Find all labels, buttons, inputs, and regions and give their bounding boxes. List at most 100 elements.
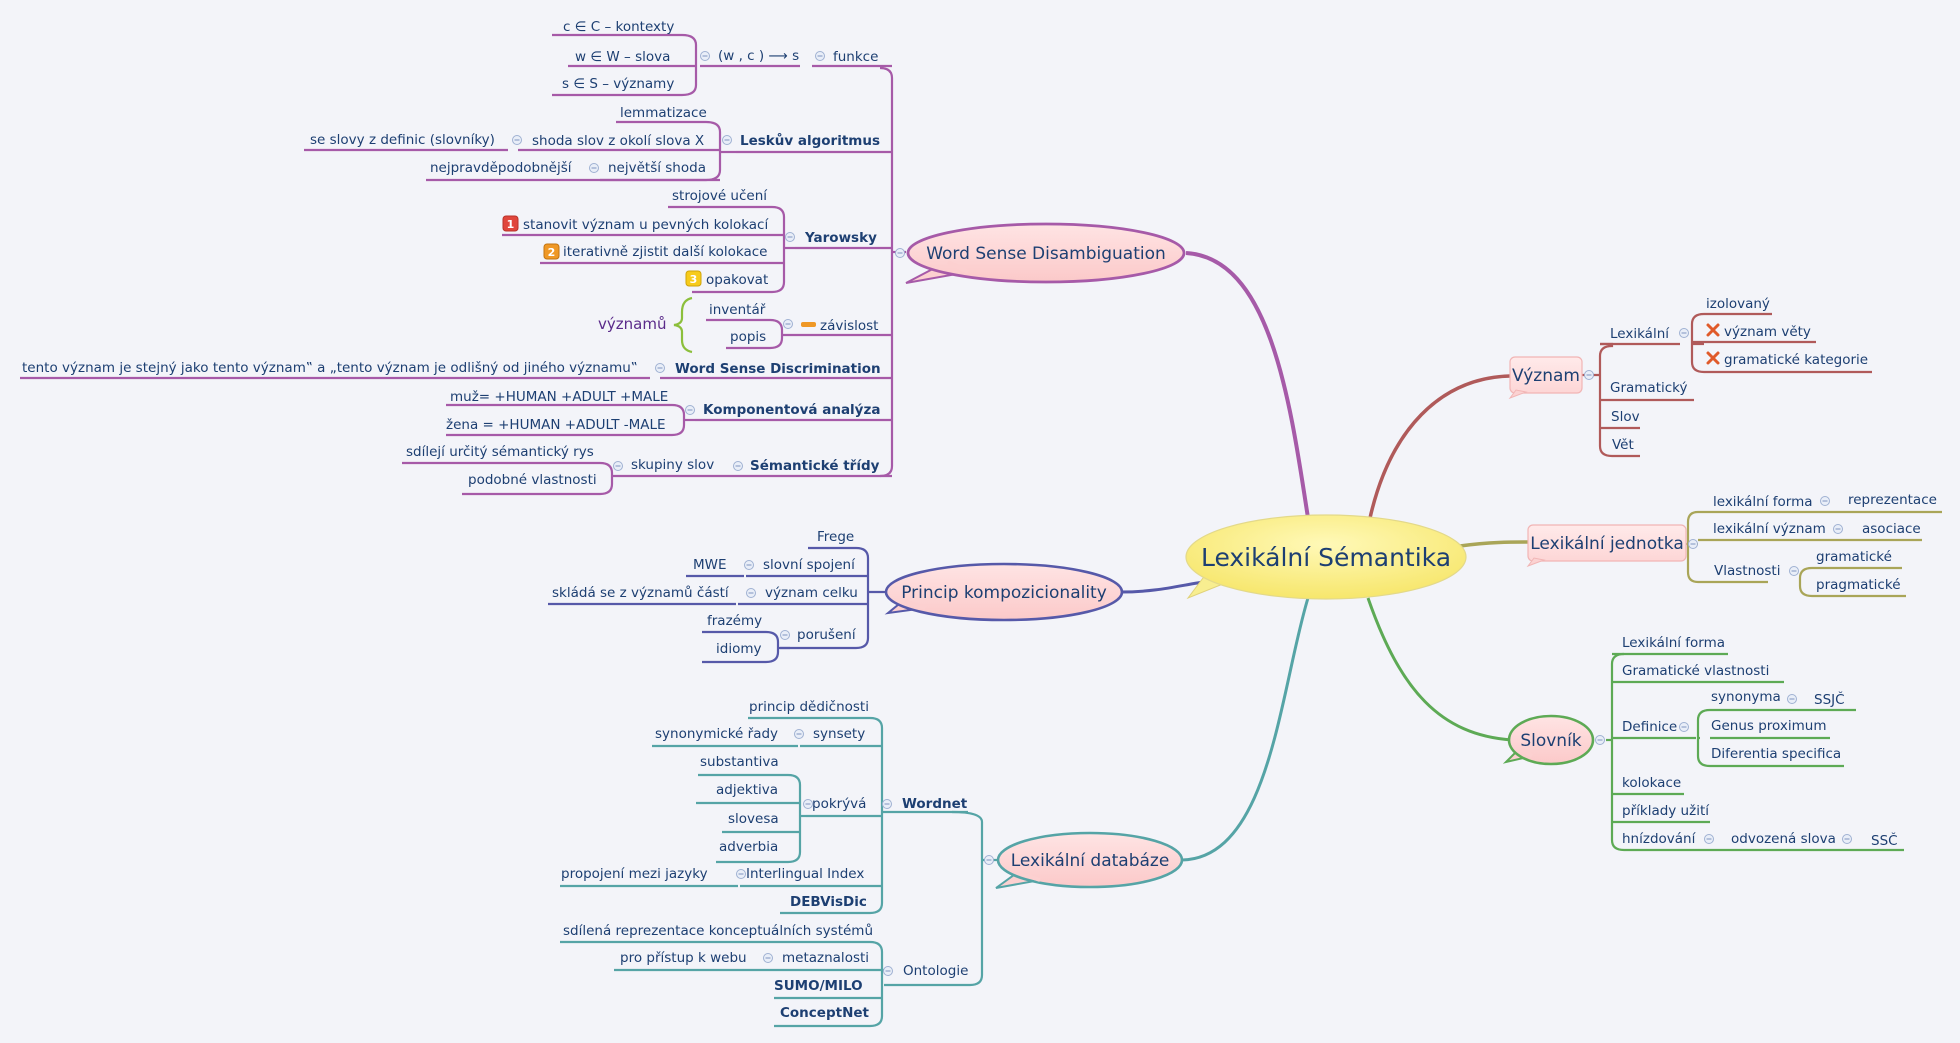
wsd-s-meanings[interactable]: s ∈ S – významy [562,76,674,92]
collapse-icon[interactable] [722,135,732,145]
wsd-sdileji[interactable]: sdílejí určitý sémantický rys [406,444,594,460]
collapse-icon[interactable] [685,405,695,415]
slovnik-synonyma[interactable]: synonyma [1711,689,1781,705]
vyznam-gramaticky[interactable]: Gramatický [1610,380,1688,396]
jednotka-asociace[interactable]: asociace [1862,521,1921,537]
princip-poruseni[interactable]: porušení [797,627,857,643]
wsd-zena[interactable]: žena = +HUMAN +ADULT -MALE [446,417,666,433]
databaze-node[interactable]: Lexikální databáze [995,831,1184,889]
wsd-shoda-slov[interactable]: shoda slov z okolí slova X [532,133,704,149]
db-princip-ded[interactable]: princip dědičnosti [749,699,869,715]
collapse-icon[interactable] [700,51,710,61]
princip-vyznam-celku[interactable]: význam celku [765,585,858,601]
wsd-yarowsky[interactable]: Yarowsky [804,230,877,246]
vyznam-vyznam-vety[interactable]: význam věty [1724,324,1811,340]
db-propojeni[interactable]: propojení mezi jazyky [561,866,708,882]
wsd-lesk[interactable]: Leskův algoritmus [740,132,880,149]
collapse-icon[interactable] [803,799,813,809]
princip-idiomy[interactable]: idiomy [716,641,761,657]
collapse-icon[interactable] [736,869,746,879]
slovnik-forma[interactable]: Lexikální forma [1622,635,1725,651]
db-synsety[interactable]: synsety [813,726,865,742]
vyznam-lexikalni[interactable]: Lexikální [1610,326,1670,342]
collapse-icon[interactable] [746,588,756,598]
collapse-icon[interactable] [1679,328,1689,338]
central-node[interactable]: Lexikální Sémantika [1185,514,1467,600]
wsd-popis[interactable]: popis [730,329,766,345]
collapse-icon[interactable] [613,461,623,471]
collapse-icon[interactable] [512,135,522,145]
collapse-icon[interactable] [655,363,665,373]
collapse-icon[interactable] [984,855,994,865]
slovnik-gram-vl[interactable]: Gramatické vlastnosti [1622,663,1769,679]
db-pokryva[interactable]: pokrývá [812,796,866,812]
collapse-icon[interactable] [733,461,743,471]
wsd-step1[interactable]: stanovit význam u pevných kolokací [523,217,769,233]
db-debvisdic[interactable]: DEBVisDic [790,894,867,910]
princip-frege[interactable]: Frege [817,529,854,545]
db-wordnet[interactable]: Wordnet [902,796,968,812]
collapse-icon[interactable] [1787,694,1797,704]
jednotka-lvyznam[interactable]: lexikální význam [1713,521,1826,537]
vyznam-gram-kat[interactable]: gramatické kategorie [1724,352,1868,368]
collapse-icon[interactable] [1679,722,1689,732]
db-adjektiva[interactable]: adjektiva [716,782,778,798]
jednotka-vlastnosti[interactable]: Vlastnosti [1714,563,1780,579]
jednotka-pragmaticke[interactable]: pragmatické [1816,577,1901,593]
wsd-discrimination-child[interactable]: tento význam je stejný jako tento význam… [22,360,638,376]
collapse-icon[interactable] [1704,834,1714,844]
vyznam-node[interactable]: Význam [1508,356,1583,400]
wsd-step2[interactable]: iterativně zjistit další kolokace [563,244,767,260]
wsd-step3[interactable]: opakovat [706,272,768,288]
collapse-icon[interactable] [744,560,754,570]
wsd-semanticke[interactable]: Sémantické třídy [750,458,880,474]
collapse-icon[interactable] [1820,496,1830,506]
wsd-w-words[interactable]: w ∈ W – slova [575,49,670,65]
vyznam-izolovany[interactable]: izolovaný [1706,296,1770,312]
wsd-muz[interactable]: muž= +HUMAN +ADULT +MALE [450,389,668,405]
db-pro-pristup[interactable]: pro přístup k webu [620,950,747,966]
jednotka-reprezentace[interactable]: reprezentace [1848,492,1937,508]
db-interlingual[interactable]: Interlingual Index [746,866,864,882]
wsd-nejpravdepodobnejsi[interactable]: nejpravděpodobnější [430,160,573,176]
collapse-icon[interactable] [1595,735,1605,745]
collapse-icon[interactable] [1789,566,1799,576]
wsd-lemmatizace[interactable]: lemmatizace [620,105,707,121]
slovnik-diferentia[interactable]: Diferentia specifica [1711,746,1841,762]
slovnik-definice[interactable]: Definice [1622,719,1677,735]
vyznam-vet[interactable]: Vět [1612,437,1634,453]
slovnik-ssjc[interactable]: SSJČ [1814,690,1845,708]
jednotka-forma[interactable]: lexikální forma [1713,494,1813,510]
db-metaznalosti[interactable]: metaznalosti [782,950,869,966]
slovnik-hnizdovani[interactable]: hnízdování [1622,831,1697,847]
jednotka-gramaticke[interactable]: gramatické [1816,549,1892,565]
db-substantiva[interactable]: substantiva [700,754,779,770]
wsd-discrimination[interactable]: Word Sense Discrimination [675,361,881,377]
slovnik-kolokace[interactable]: kolokace [1622,775,1681,791]
slovnik-ssc[interactable]: SSČ [1871,831,1898,849]
wsd-node[interactable]: Word Sense Disambiguation [905,222,1186,284]
wsd-c-context[interactable]: c ∈ C – kontexty [563,19,674,35]
princip-frazemy[interactable]: frazémy [707,613,762,629]
wsd-inventar[interactable]: inventář [709,302,766,318]
wsd-se-slovy[interactable]: se slovy z definic (slovníky) [310,132,495,148]
wsd-skupiny[interactable]: skupiny slov [631,457,714,473]
collapse-icon[interactable] [1688,539,1698,549]
db-sumo[interactable]: SUMO/MILO [774,978,863,994]
collapse-icon[interactable] [883,966,893,976]
slovnik-genus[interactable]: Genus proximum [1711,718,1826,734]
db-sdilena[interactable]: sdílená reprezentace konceptuálních syst… [563,923,873,939]
db-slovesa[interactable]: slovesa [728,811,779,827]
collapse-icon[interactable] [815,51,825,61]
princip-node[interactable]: Princip kompozicionality [884,562,1124,622]
jednotka-node[interactable]: Lexikální jednotka [1526,524,1687,568]
slovnik-node[interactable]: Slovník [1502,714,1595,766]
wsd-zavislost[interactable]: závislost [820,318,878,334]
db-synonymicke[interactable]: synonymické řady [655,726,778,742]
wsd-podobne[interactable]: podobné vlastnosti [468,472,597,488]
collapse-icon[interactable] [794,729,804,739]
db-conceptnet[interactable]: ConceptNet [780,1005,870,1021]
collapse-icon[interactable] [589,163,599,173]
wsd-funkce[interactable]: funkce [833,49,878,65]
db-ontologie[interactable]: Ontologie [903,963,968,979]
